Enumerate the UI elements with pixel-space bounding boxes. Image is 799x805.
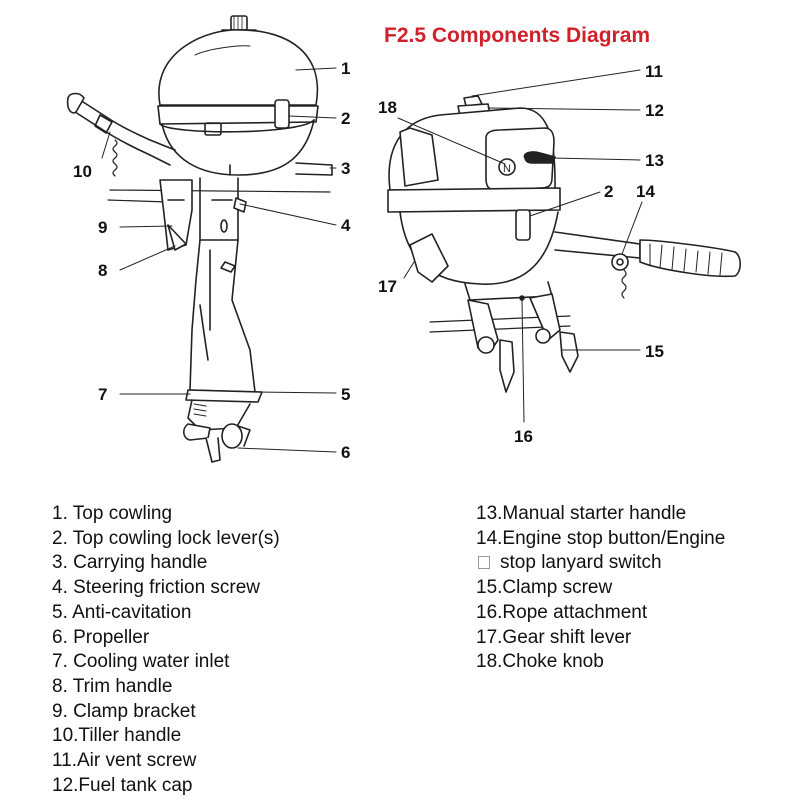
callout-7: 7 xyxy=(98,385,107,404)
callout-4: 4 xyxy=(341,216,351,235)
callout-15: 15 xyxy=(645,342,664,361)
legend-item: 12.Fuel tank cap xyxy=(52,774,193,796)
legend-item: 5. Anti-cavitation xyxy=(52,601,192,623)
callout-1: 1 xyxy=(341,59,350,78)
legend-item: 2. Top cowling lock lever(s) xyxy=(52,527,280,549)
callout-3: 3 xyxy=(341,159,350,178)
legend-item: 16.Rope attachment xyxy=(476,601,648,623)
legend-item-text: stop lanyard switch xyxy=(500,552,662,574)
callout-9: 9 xyxy=(98,218,107,237)
placeholder-box-icon xyxy=(478,556,490,570)
legend-item: 1. Top cowling xyxy=(52,503,173,524)
callout-17: 17 xyxy=(378,277,397,296)
legend-item: 8. Trim handle xyxy=(52,675,173,697)
legend-item: 14.Engine stop button/Engine xyxy=(476,527,726,549)
legend-item: 18.Choke knob xyxy=(476,651,604,673)
svg-text:N: N xyxy=(503,163,511,175)
legend-item: 3. Carrying handle xyxy=(52,552,208,574)
motor-rear-view: N xyxy=(387,95,742,393)
motor-side-view xyxy=(66,15,333,463)
legend-item: 13.Manual starter handle xyxy=(476,503,687,524)
callout-2-rear: 2 xyxy=(604,182,613,201)
callout-16: 16 xyxy=(514,427,533,446)
legend-item: 4. Steering friction screw xyxy=(52,577,261,599)
legend-item: 10.Tiller handle xyxy=(52,725,182,747)
legend-item: 11.Air vent screw xyxy=(52,750,197,772)
callout-14: 14 xyxy=(636,182,655,201)
callout-13: 13 xyxy=(645,151,664,170)
legend-item: 6. Propeller xyxy=(52,626,150,648)
legend-left-column: 1. Top cowling 2. Top cowling lock lever… xyxy=(52,502,280,798)
callout-8: 8 xyxy=(98,261,107,280)
legend-item-continuation: stop lanyard switch xyxy=(476,551,725,576)
diagram-title: F2.5 Components Diagram xyxy=(384,24,651,47)
outboard-motor-diagram: N xyxy=(66,15,742,463)
leader-lines xyxy=(101,67,643,453)
callout-6: 6 xyxy=(341,443,350,462)
callout-12: 12 xyxy=(645,101,664,120)
callout-2: 2 xyxy=(341,109,350,128)
legend-item: 17.Gear shift lever xyxy=(476,626,632,648)
callout-11: 11 xyxy=(645,62,663,81)
legend-item: 7. Cooling water inlet xyxy=(52,651,230,673)
legend-item: 9. Clamp bracket xyxy=(52,700,196,722)
callout-10: 10 xyxy=(73,162,92,181)
legend-right-column: 13.Manual starter handle 14.Engine stop … xyxy=(476,502,725,675)
callout-labels: 1 2 3 4 5 6 7 8 9 10 11 12 13 14 15 16 1… xyxy=(73,59,664,462)
callout-18: 18 xyxy=(378,98,397,117)
legend-item: 15.Clamp screw xyxy=(476,577,613,599)
callout-5: 5 xyxy=(341,385,350,404)
